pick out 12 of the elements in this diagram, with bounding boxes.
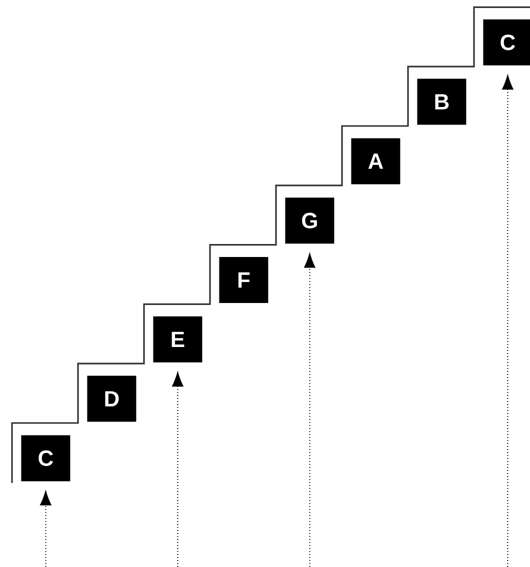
- step-box: F: [219, 257, 268, 303]
- step-box: E: [153, 316, 202, 362]
- step-box: G: [285, 198, 334, 244]
- arrow: [502, 75, 514, 567]
- step-box: B: [417, 78, 466, 125]
- step-box: A: [351, 138, 400, 184]
- arrow: [304, 253, 316, 567]
- arrow: [172, 372, 184, 567]
- step-box: C: [483, 19, 530, 66]
- step-box: C: [21, 435, 70, 482]
- arrow: [40, 490, 52, 567]
- step-box: D: [87, 376, 136, 422]
